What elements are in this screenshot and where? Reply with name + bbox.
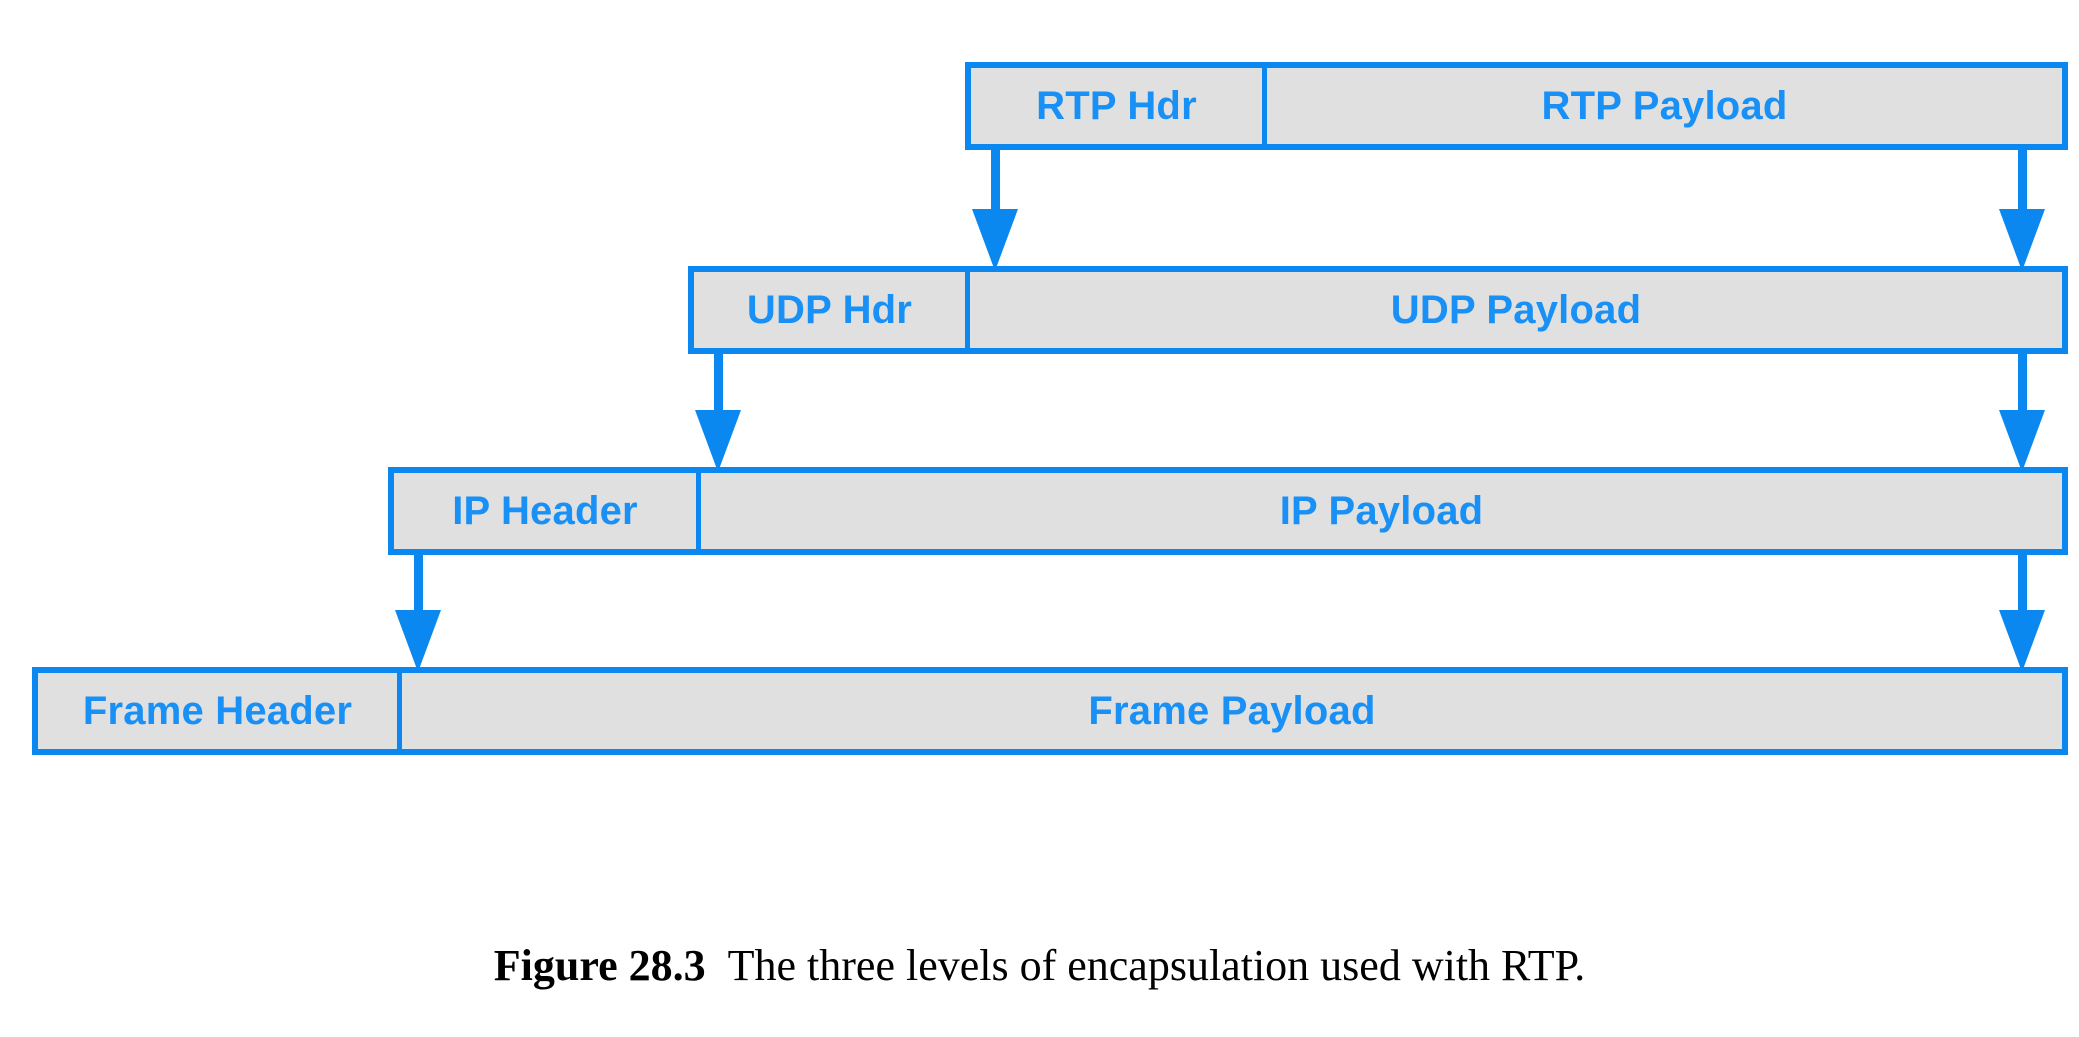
layer-row-rtp: RTP Hdr RTP Payload — [965, 62, 2068, 150]
figure-caption-text: The three levels of encapsulation used w… — [727, 941, 1586, 990]
arrow-head-down-icon — [1999, 610, 2045, 672]
frame-header-label: Frame Header — [82, 688, 353, 733]
udp-header-cell: UDP Hdr — [688, 266, 970, 354]
ip-payload-cell: IP Payload — [696, 467, 2068, 555]
rtp-header-label: RTP Hdr — [1036, 83, 1197, 128]
layer-row-frame: Frame Header Frame Payload — [32, 667, 2068, 755]
udp-header-label: UDP Hdr — [746, 287, 913, 332]
rtp-header-cell: RTP Hdr — [965, 62, 1267, 150]
rtp-payload-label: RTP Payload — [1541, 83, 1788, 128]
arrow-rtp-payload-to-udp — [1992, 150, 2052, 271]
arrow-stem — [2018, 150, 2027, 213]
arrow-stem — [991, 150, 1000, 213]
arrow-ip-hdr-to-frame — [388, 555, 448, 672]
ip-header-cell: IP Header — [388, 467, 701, 555]
arrow-ip-payload-to-frame — [1992, 555, 2052, 672]
arrow-udp-payload-to-ip — [1992, 354, 2052, 472]
frame-header-cell: Frame Header — [32, 667, 402, 755]
figure-caption: Figure 28.3 The three levels of encapsul… — [0, 940, 2079, 991]
udp-payload-cell: UDP Payload — [965, 266, 2068, 354]
rtp-payload-cell: RTP Payload — [1262, 62, 2068, 150]
arrow-head-down-icon — [1999, 410, 2045, 472]
ip-payload-label: IP Payload — [1279, 488, 1484, 533]
arrow-stem — [414, 555, 423, 614]
udp-payload-label: UDP Payload — [1390, 287, 1642, 332]
figure-caption-label: Figure 28.3 — [493, 941, 706, 990]
arrow-rtp-hdr-to-udp — [965, 150, 1025, 271]
frame-payload-cell: Frame Payload — [397, 667, 2068, 755]
arrow-stem — [2018, 354, 2027, 414]
arrow-head-down-icon — [1999, 209, 2045, 271]
layer-row-ip: IP Header IP Payload — [388, 467, 2068, 555]
arrow-head-down-icon — [972, 209, 1018, 271]
figure-caption-spacer — [706, 941, 728, 990]
arrow-stem — [2018, 555, 2027, 614]
arrow-stem — [714, 354, 723, 414]
layer-row-udp: UDP Hdr UDP Payload — [688, 266, 2068, 354]
arrow-head-down-icon — [395, 610, 441, 672]
arrow-udp-hdr-to-ip — [688, 354, 748, 472]
arrow-head-down-icon — [695, 410, 741, 472]
frame-payload-label: Frame Payload — [1088, 688, 1376, 733]
ip-header-label: IP Header — [452, 488, 638, 533]
